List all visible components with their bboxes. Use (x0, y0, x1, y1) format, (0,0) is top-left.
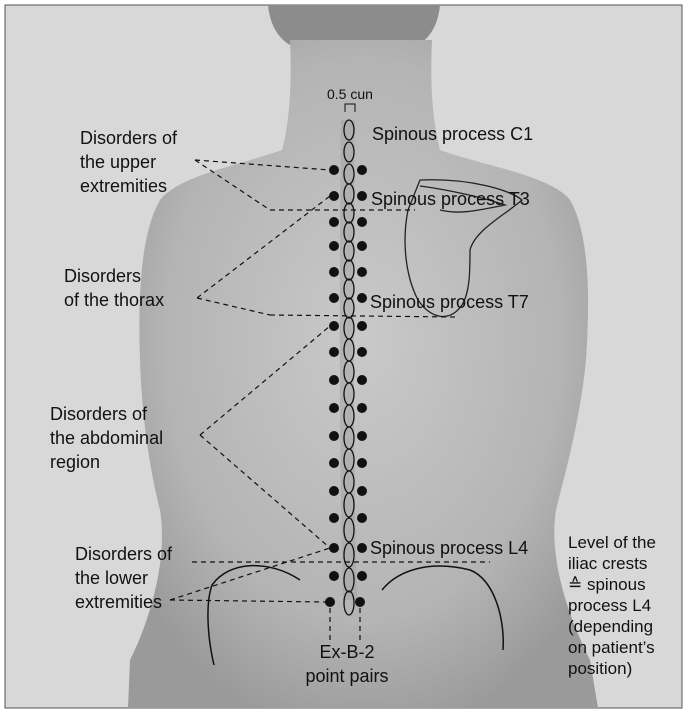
label-upper-extremities: Disorders of the upper extremities (80, 126, 177, 198)
point-right (357, 191, 367, 201)
label-line: extremities (80, 174, 177, 198)
label-line: region (50, 450, 163, 474)
point-left (329, 458, 339, 468)
label-line: Disorders of (80, 126, 177, 150)
point-right (357, 217, 367, 227)
point-left (329, 513, 339, 523)
point-right (357, 571, 367, 581)
point-right (357, 293, 367, 303)
point-left (329, 486, 339, 496)
label-line: point pairs (282, 664, 412, 688)
point-left (329, 165, 339, 175)
note-line: process L4 (568, 595, 656, 616)
point-right (355, 597, 365, 607)
point-left (329, 543, 339, 553)
landmark-t3: Spinous process T3 (371, 187, 530, 211)
point-right (357, 513, 367, 523)
point-right (357, 375, 367, 385)
point-right (357, 241, 367, 251)
point-right (357, 347, 367, 357)
label-line: of the thorax (64, 288, 164, 312)
point-left (329, 267, 339, 277)
label-line: the abdominal (50, 426, 163, 450)
label-line: extremities (75, 590, 172, 614)
label-line: Disorders of (75, 542, 172, 566)
point-left (325, 597, 335, 607)
point-right (357, 321, 367, 331)
point-left (329, 293, 339, 303)
point-left (329, 191, 339, 201)
point-right (357, 267, 367, 277)
label-line: the upper (80, 150, 177, 174)
cun-label: 0.5 cun (327, 85, 373, 103)
hair (268, 5, 440, 45)
point-right (357, 403, 367, 413)
label-line: Disorders (64, 264, 164, 288)
point-left (329, 375, 339, 385)
label-line: Disorders of (50, 402, 163, 426)
point-right (357, 165, 367, 175)
label-thorax: Disorders of the thorax (64, 264, 164, 312)
point-right (357, 543, 367, 553)
landmark-c1: Spinous process C1 (372, 122, 533, 146)
landmark-l4: Spinous process L4 (370, 536, 528, 560)
note-line: on patient’s (568, 637, 656, 658)
point-left (329, 403, 339, 413)
note-line: position) (568, 658, 656, 679)
point-right (357, 486, 367, 496)
iliac-crest-note: Level of the iliac crests ≙ spinous proc… (568, 532, 656, 679)
label-abdominal: Disorders of the abdominal region (50, 402, 163, 474)
label-lower-extremities: Disorders of the lower extremities (75, 542, 172, 614)
label-line: the lower (75, 566, 172, 590)
point-left (329, 217, 339, 227)
note-line: (depending (568, 616, 656, 637)
point-right (357, 431, 367, 441)
point-left (329, 321, 339, 331)
point-left (329, 241, 339, 251)
point-left (329, 571, 339, 581)
note-line: iliac crests (568, 553, 656, 574)
point-left (329, 347, 339, 357)
landmark-t7: Spinous process T7 (370, 290, 529, 314)
label-point-pairs: Ex-B-2 point pairs (282, 640, 412, 688)
point-left (329, 431, 339, 441)
point-right (357, 458, 367, 468)
note-line: Level of the (568, 532, 656, 553)
label-line: Ex-B-2 (282, 640, 412, 664)
note-line: ≙ spinous (568, 574, 656, 595)
